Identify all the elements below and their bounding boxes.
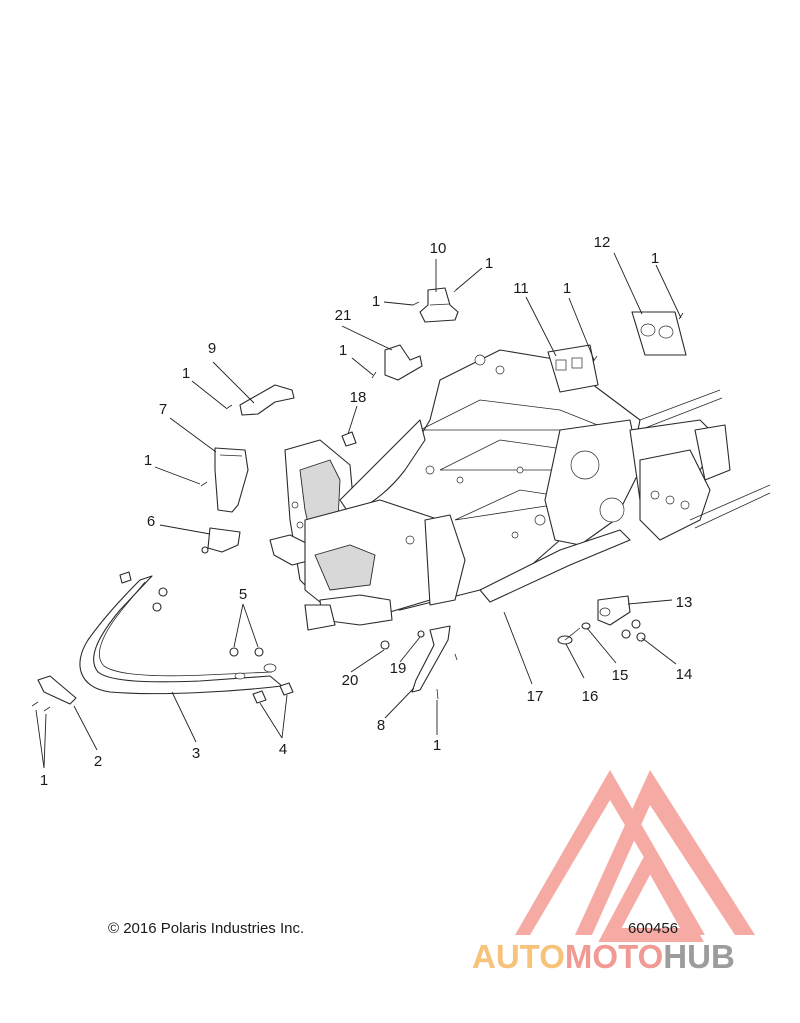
callout-15: 15 <box>612 667 629 684</box>
callout-18: 18 <box>350 389 367 406</box>
main-frame <box>269 349 771 631</box>
watermark-text-auto: AUTO <box>472 938 565 975</box>
callout-7: 7 <box>159 401 167 418</box>
callout-1: 1 <box>485 255 493 272</box>
diagram-id: 600456 <box>628 920 679 937</box>
callout-10: 10 <box>430 240 447 257</box>
callout-5: 5 <box>239 586 247 603</box>
callout-12: 12 <box>594 234 611 251</box>
watermark-text-moto: MOTO <box>564 938 664 975</box>
watermark-text-hub: HUB <box>663 938 735 975</box>
fasteners <box>31 287 684 712</box>
callout-1: 1 <box>339 342 347 359</box>
part-13-bracket <box>597 595 631 626</box>
part-2-plate <box>37 675 77 705</box>
callout-17: 17 <box>527 688 544 705</box>
leader-lines <box>35 252 682 769</box>
part-9-bracket <box>239 384 295 416</box>
callout-2: 2 <box>94 753 102 770</box>
callout-6: 6 <box>147 513 155 530</box>
callout-1: 1 <box>40 772 48 789</box>
callout-3: 3 <box>192 745 200 762</box>
callout-21: 21 <box>335 307 352 324</box>
part-3-bumper <box>79 575 283 695</box>
part-21-bracket <box>384 344 423 381</box>
callout-1: 1 <box>651 250 659 267</box>
callout-1: 1 <box>563 280 571 297</box>
part-7-cover <box>214 447 249 513</box>
part-18-clip <box>341 431 357 447</box>
callout-9: 9 <box>208 340 216 357</box>
watermark-text: AUTOMOTOHUB <box>472 938 735 976</box>
callout-16: 16 <box>582 688 599 705</box>
callout-labels: 1 1 1 1 1 1 1 1 1 2 3 4 5 6 7 8 9 10 11 … <box>40 234 693 789</box>
callout-8: 8 <box>377 717 385 734</box>
part-10-bracket <box>419 287 459 323</box>
watermark-logo <box>515 770 755 942</box>
part-6-bracket <box>207 527 241 553</box>
part-12-bracket <box>631 311 687 356</box>
callout-1: 1 <box>182 365 190 382</box>
copyright-text: © 2016 Polaris Industries Inc. <box>108 920 305 937</box>
callout-13: 13 <box>676 594 693 611</box>
callout-14: 14 <box>676 666 693 683</box>
part-11-bracket <box>547 344 599 393</box>
callout-1: 1 <box>433 737 441 754</box>
callout-4: 4 <box>279 741 287 758</box>
callout-11: 11 <box>513 280 529 297</box>
callout-19: 19 <box>390 660 407 677</box>
callout-1: 1 <box>372 293 380 310</box>
part-8-strut <box>411 625 451 693</box>
callout-20: 20 <box>342 672 359 689</box>
callout-1: 1 <box>144 452 152 469</box>
